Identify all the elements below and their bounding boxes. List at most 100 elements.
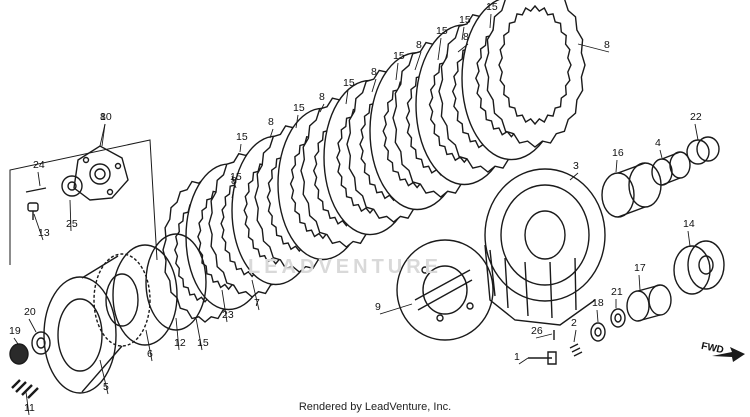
bearing-part — [61, 175, 83, 197]
callout-15: 15 — [393, 50, 405, 62]
callout-8: 8 — [416, 39, 422, 51]
leader-line — [457, 43, 469, 53]
sub-assembly-bracket — [9, 139, 158, 265]
callout-16: 16 — [612, 147, 624, 159]
plate-inner-teeth — [498, 4, 572, 126]
leader-line — [569, 172, 579, 181]
washer-21-part — [610, 308, 626, 328]
clutch-hardware — [9, 136, 745, 399]
lifter-plate-part — [73, 145, 129, 201]
callout-13: 13 — [38, 227, 50, 239]
callout-20: 20 — [24, 306, 36, 318]
leader-line — [33, 213, 44, 241]
leader-line — [195, 317, 203, 351]
callout-15: 15 — [486, 1, 498, 13]
friction-disc — [484, 0, 586, 148]
leader-line — [535, 333, 553, 339]
leader-line — [489, 13, 492, 29]
callout-8: 8 — [604, 39, 610, 51]
callout-24: 24 — [33, 159, 45, 171]
leader-line — [231, 175, 237, 189]
leader-lines — [13, 13, 699, 416]
spring-2-part — [569, 343, 583, 357]
collar-part — [651, 151, 691, 186]
wire-ring-part — [112, 244, 178, 346]
clutch-plate-stack — [162, 0, 586, 323]
leader-line — [345, 89, 349, 105]
callout-7: 7 — [254, 297, 260, 309]
leader-line — [251, 279, 260, 311]
callout-15: 15 — [230, 171, 242, 183]
callout-26: 26 — [531, 325, 543, 337]
oil-pump-gear-part — [673, 240, 725, 295]
leader-line — [518, 357, 529, 365]
callout-21: 21 — [611, 286, 623, 298]
leader-line — [221, 289, 228, 323]
gear-collar-part — [626, 284, 672, 322]
callout-23: 23 — [222, 309, 234, 321]
callout-15: 15 — [197, 337, 209, 349]
callout-12: 12 — [174, 337, 186, 349]
bushing-part — [686, 136, 720, 165]
leader-line — [694, 123, 699, 141]
leader-line — [414, 51, 422, 71]
leader-line — [269, 128, 274, 139]
leader-line — [28, 318, 37, 333]
leader-line — [461, 26, 465, 41]
forward-arrow-icon — [712, 347, 745, 362]
callout-15: 15 — [293, 102, 305, 114]
leader-line — [37, 171, 41, 187]
leader-line — [145, 329, 153, 362]
clutch-outer-part — [484, 168, 606, 326]
pressure-plate-part — [43, 276, 117, 394]
callout-15: 15 — [343, 77, 355, 89]
callout-8: 8 — [100, 111, 106, 123]
leader-line — [659, 149, 663, 159]
callout-2: 2 — [571, 317, 577, 329]
callout-8: 8 — [319, 91, 325, 103]
callout-6: 6 — [147, 348, 153, 360]
clutch-center-part — [396, 239, 494, 341]
callout-8: 8 — [371, 66, 377, 78]
leader-line — [596, 309, 599, 323]
callout-15: 15 — [436, 25, 448, 37]
callout-15: 15 — [459, 14, 471, 26]
callout-17: 17 — [634, 262, 646, 274]
callout-9: 9 — [375, 301, 381, 313]
callout-1: 1 — [514, 351, 520, 363]
callout-14: 14 — [683, 218, 695, 230]
leader-line — [295, 114, 299, 129]
callout-8: 8 — [268, 116, 274, 128]
leader-line — [577, 43, 610, 53]
callout-18: 18 — [592, 297, 604, 309]
callout-19: 19 — [9, 325, 21, 337]
callout-8: 8 — [463, 31, 469, 43]
leader-line — [687, 230, 691, 247]
callout-15: 15 — [236, 131, 248, 143]
leader-line — [69, 199, 72, 232]
callout-22: 22 — [690, 111, 702, 123]
spring-part — [11, 379, 39, 399]
callout-5: 5 — [103, 381, 109, 393]
small-bearing-part — [9, 343, 29, 365]
washer-18-part — [590, 322, 606, 342]
leader-line — [379, 303, 413, 315]
leader-line — [395, 62, 399, 81]
leader-line — [371, 78, 377, 93]
callout-4: 4 — [655, 137, 661, 149]
leader-line — [99, 359, 109, 395]
callout-3: 3 — [573, 160, 579, 172]
leader-line — [239, 143, 242, 153]
callout-11: 11 — [24, 402, 35, 414]
leader-line — [13, 337, 19, 345]
callout-10: 10 — [100, 111, 112, 123]
leader-line — [175, 317, 180, 351]
watermark-text: LEADVENTURE — [248, 256, 443, 278]
credit-line: Rendered by LeadVenture, Inc. — [298, 401, 452, 413]
callout-8: 8 — [231, 175, 237, 187]
callout-25: 25 — [66, 218, 78, 230]
leader-line — [573, 329, 577, 343]
leader-line — [231, 183, 236, 199]
